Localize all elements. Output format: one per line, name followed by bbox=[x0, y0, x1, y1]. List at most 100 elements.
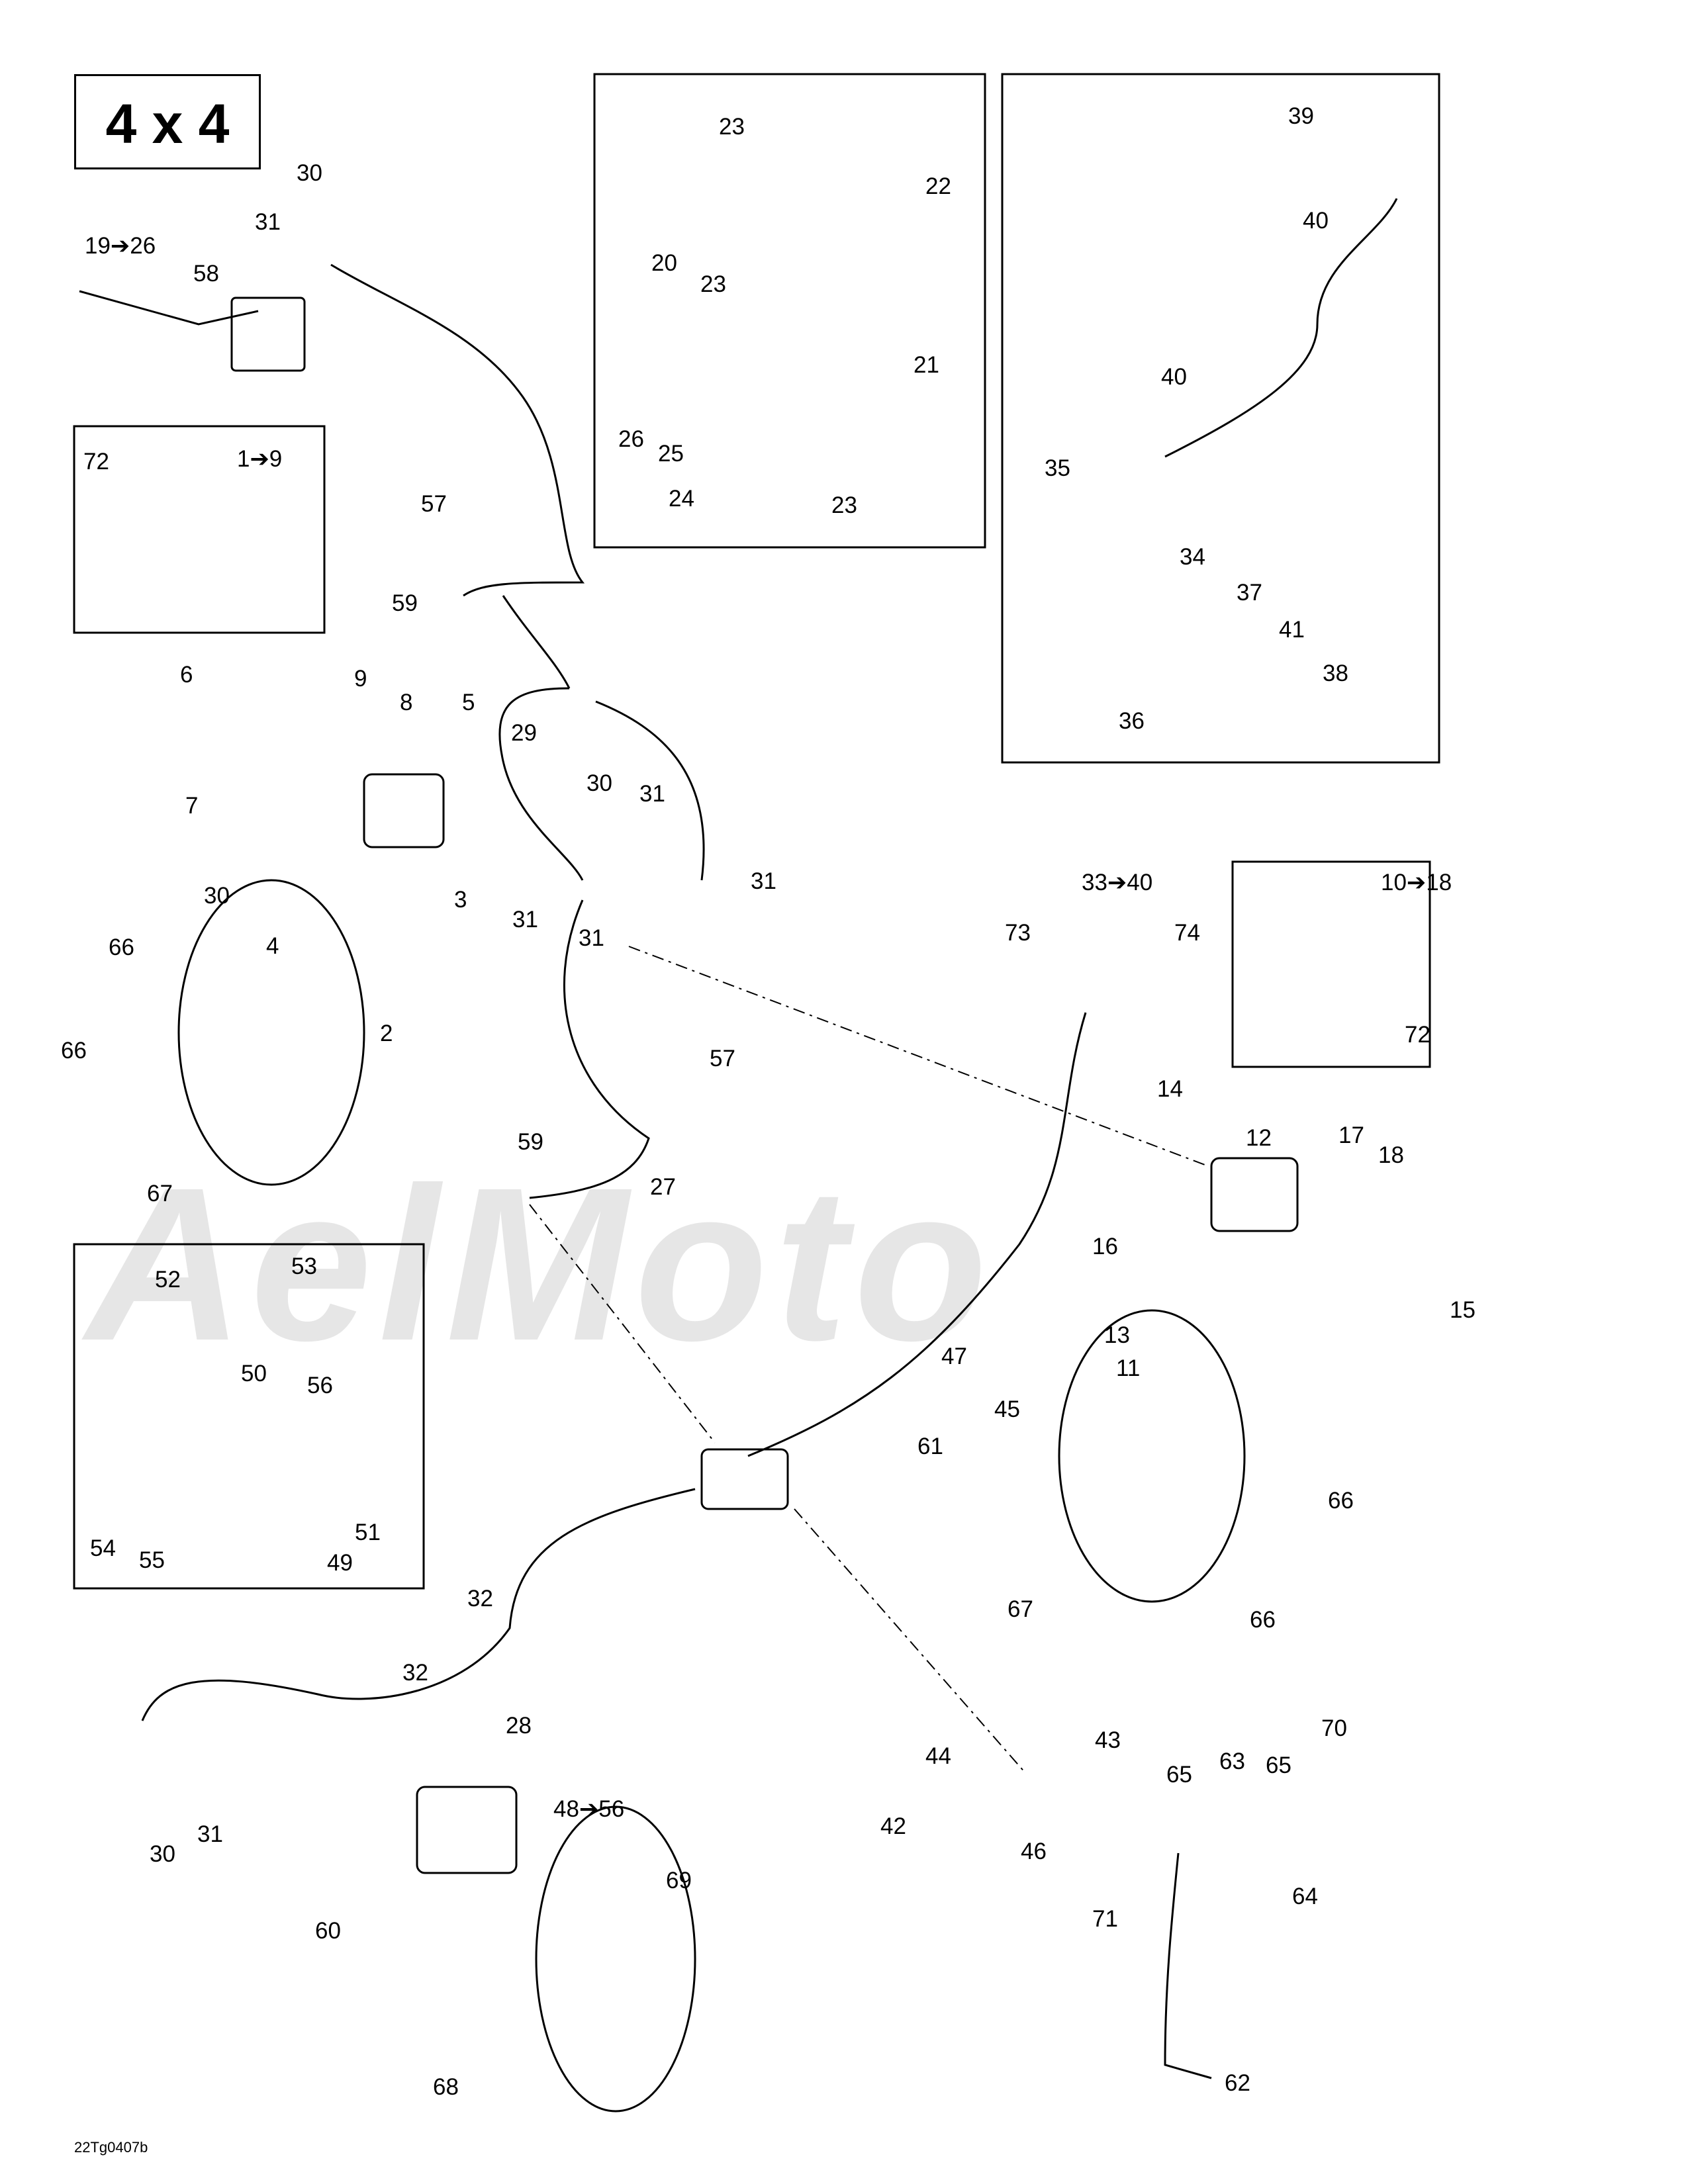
brake-line-33 bbox=[747, 1012, 1087, 1457]
callout: 16 bbox=[1092, 1234, 1118, 1259]
callout: 25 bbox=[658, 441, 684, 467]
callout: 29 bbox=[511, 720, 537, 746]
callout: 2 bbox=[380, 1021, 393, 1046]
callout: 9 bbox=[354, 666, 367, 692]
callout: 3 bbox=[454, 887, 467, 913]
callout: 23 bbox=[700, 271, 726, 297]
callout: 38 bbox=[1323, 660, 1348, 686]
callout: 56 bbox=[307, 1373, 333, 1398]
watermark: AelMoto bbox=[86, 1142, 994, 1386]
callout: 10➔18 bbox=[1381, 870, 1452, 895]
callout: 66 bbox=[1328, 1488, 1354, 1514]
inset-rear-caliper bbox=[73, 1243, 425, 1590]
brake-hose-27 bbox=[529, 899, 650, 1199]
leader-hose-to-mc bbox=[529, 1204, 716, 1443]
callout: 66 bbox=[1250, 1607, 1276, 1633]
callout: 59 bbox=[392, 590, 418, 616]
caliper-rear bbox=[416, 1786, 518, 1874]
brake-hose-upper bbox=[330, 263, 585, 597]
callout: 5 bbox=[462, 690, 475, 715]
front-master-cylinder bbox=[230, 296, 306, 372]
brake-disc-front-right bbox=[1058, 1309, 1246, 1603]
page-title: 4 x 4 bbox=[105, 93, 230, 155]
callout: 22 bbox=[925, 173, 951, 199]
callout: 31 bbox=[579, 925, 604, 951]
caliper-front-right bbox=[1210, 1157, 1299, 1232]
callout: 50 bbox=[241, 1361, 267, 1387]
callout: 35 bbox=[1045, 455, 1070, 481]
callout: 46 bbox=[1021, 1839, 1047, 1864]
callout: 17 bbox=[1338, 1122, 1364, 1148]
callout: 15 bbox=[1450, 1297, 1476, 1323]
caliper-front-left bbox=[363, 773, 445, 848]
callout: 11 bbox=[1116, 1355, 1141, 1381]
callout: 32 bbox=[402, 1660, 428, 1686]
drawing-code: 22Tg0407b bbox=[74, 2139, 148, 2156]
callout: 27 bbox=[650, 1174, 676, 1200]
callout: 31 bbox=[197, 1821, 223, 1847]
callout: 19➔26 bbox=[85, 233, 156, 259]
callout: 42 bbox=[880, 1813, 906, 1839]
callout: 53 bbox=[291, 1253, 317, 1279]
callout: 31 bbox=[255, 209, 281, 235]
callout: 23 bbox=[831, 492, 857, 518]
callout: 21 bbox=[914, 352, 939, 378]
brake-disc-rear bbox=[535, 1805, 696, 2113]
rear-master-cylinder bbox=[700, 1448, 789, 1510]
brake-hose-to-tee bbox=[502, 595, 571, 689]
callout: 41 bbox=[1279, 617, 1305, 643]
callout: 67 bbox=[1008, 1596, 1033, 1622]
inset-right-caliper bbox=[1231, 860, 1431, 1068]
callout: 57 bbox=[421, 491, 447, 517]
callout: 72 bbox=[1405, 1022, 1430, 1048]
callout: 71 bbox=[1092, 1906, 1118, 1932]
reservoir-hose bbox=[1164, 198, 1398, 458]
callout: 57 bbox=[710, 1046, 735, 1071]
callout: 33➔40 bbox=[1082, 870, 1153, 895]
callout: 24 bbox=[669, 486, 694, 512]
callout: 64 bbox=[1292, 1884, 1318, 1909]
leader-pedal bbox=[794, 1508, 1027, 1774]
callout: 73 bbox=[1005, 920, 1031, 946]
callout: 30 bbox=[586, 770, 612, 796]
callout: 49 bbox=[327, 1550, 353, 1576]
callout: 45 bbox=[994, 1396, 1020, 1422]
callout: 67 bbox=[147, 1181, 173, 1206]
callout: 31 bbox=[512, 907, 538, 933]
brake-hose-left bbox=[498, 687, 584, 881]
inset-rear-reservoir bbox=[1001, 73, 1440, 764]
callout: 65 bbox=[1166, 1762, 1192, 1788]
callout: 4 bbox=[266, 933, 279, 959]
inset-master-cylinder bbox=[593, 73, 986, 549]
callout: 39 bbox=[1288, 103, 1314, 129]
brake-hose-right bbox=[595, 700, 705, 881]
title-box: 4 x 4 bbox=[74, 74, 261, 169]
callout: 68 bbox=[433, 2074, 459, 2100]
callout: 48➔56 bbox=[553, 1796, 625, 1822]
callout: 40 bbox=[1303, 208, 1329, 234]
callout: 30 bbox=[150, 1841, 175, 1867]
callout: 44 bbox=[925, 1743, 951, 1769]
callout: 70 bbox=[1321, 1715, 1347, 1741]
callout: 7 bbox=[185, 793, 199, 819]
callout: 58 bbox=[193, 261, 219, 287]
brake-disc-front-left bbox=[177, 879, 365, 1186]
callout: 52 bbox=[155, 1267, 181, 1293]
callout: 34 bbox=[1180, 544, 1205, 570]
callout: 36 bbox=[1119, 708, 1145, 734]
callout: 66 bbox=[109, 934, 134, 960]
callout: 62 bbox=[1225, 2070, 1250, 2096]
callout: 54 bbox=[90, 1535, 116, 1561]
callout: 18 bbox=[1378, 1142, 1404, 1168]
callout: 66 bbox=[61, 1038, 87, 1064]
callout: 40 bbox=[1161, 364, 1187, 390]
callout: 28 bbox=[506, 1713, 532, 1739]
callout: 26 bbox=[618, 426, 644, 452]
callout: 61 bbox=[917, 1433, 943, 1459]
inset-left-caliper bbox=[73, 425, 326, 634]
callout: 23 bbox=[719, 114, 745, 140]
callout: 12 bbox=[1246, 1125, 1272, 1151]
callout: 31 bbox=[751, 868, 776, 894]
brake-line-28 bbox=[141, 1488, 696, 1721]
